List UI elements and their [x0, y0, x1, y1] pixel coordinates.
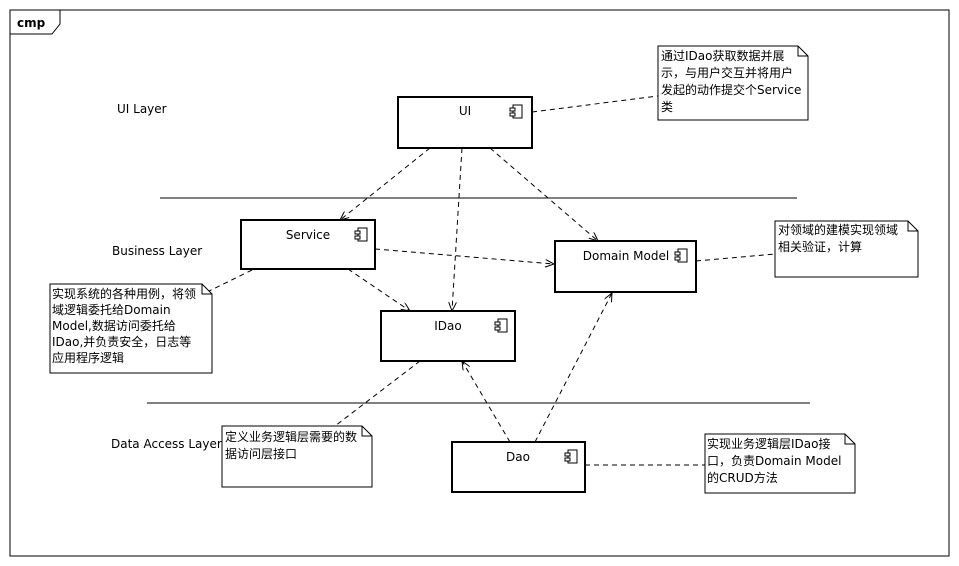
- note-line: 域逻辑委托给Domain: [52, 303, 171, 317]
- note-line: 通过IDao获取数据并展: [661, 48, 784, 63]
- note-line: 应用程序逻辑: [52, 350, 124, 365]
- note-ui: 通过IDao获取数据并展 示，与用户交互并将用户 发起的动作提交个Service…: [657, 45, 809, 121]
- note-line: IDao,并负责安全，日志等: [52, 334, 191, 349]
- component-domain-model[interactable]: Domain Model: [554, 240, 697, 293]
- note-line: 定义业务逻辑层需要的数: [225, 429, 357, 444]
- frame-tab: cmp: [9, 9, 61, 35]
- dependency-dao-idao: [462, 361, 511, 443]
- component-ui[interactable]: UI: [397, 96, 533, 149]
- note-line: 示，与用户交互并将用户: [661, 65, 793, 80]
- dependency-dao-domain: [534, 293, 612, 443]
- note-line: 实现业务逻辑层IDao接: [707, 436, 830, 451]
- note-domain-model: 对领域的建模实现领域 相关验证，计算: [774, 220, 919, 278]
- component-name: Domain Model: [583, 249, 669, 263]
- dependency-ui-domain: [489, 147, 598, 241]
- note-line: 相关验证，计算: [778, 239, 862, 254]
- component-icon: [674, 248, 688, 263]
- note-line: 类: [661, 100, 673, 114]
- component-icon: [354, 227, 368, 242]
- note-anchor-ui: [531, 95, 659, 113]
- component-name: IDao: [434, 319, 461, 333]
- component-name: UI: [459, 104, 471, 118]
- dependency-ui-service: [340, 147, 431, 220]
- dependency-ui-idao: [452, 147, 463, 311]
- layer-label-data: Data Access Layer: [111, 437, 222, 451]
- dependency-service-domain: [374, 248, 554, 264]
- note-anchor-domain: [695, 253, 776, 262]
- note-line: 实现系统的各种用例，将领: [52, 286, 196, 301]
- note-line: 发起的动作提交个Service: [661, 82, 801, 97]
- component-name: Service: [286, 228, 330, 242]
- component-idao[interactable]: IDao: [380, 310, 516, 362]
- dependency-service-idao: [347, 268, 410, 311]
- component-service[interactable]: Service: [240, 219, 376, 270]
- layer-label-ui: UI Layer: [117, 102, 167, 116]
- component-icon: [509, 104, 523, 119]
- layer-label-business: Business Layer: [112, 244, 202, 258]
- note-line: Model,数据访问委托给: [52, 318, 176, 333]
- note-line: 口，负责Domain Model: [707, 454, 841, 468]
- note-anchor-service: [202, 269, 253, 295]
- note-idao: 定义业务逻辑层需要的数 据访问层接口: [221, 425, 373, 488]
- component-icon: [494, 318, 508, 333]
- note-line: 的CRUD方法: [707, 470, 778, 485]
- note-service: 实现系统的各种用例，将领 域逻辑委托给Domain Model,数据访问委托给 …: [49, 283, 213, 374]
- note-line: 对领域的建模实现领域: [778, 222, 898, 237]
- component-name: Dao: [506, 450, 530, 464]
- note-line: 据访问层接口: [225, 446, 297, 461]
- component-icon: [564, 449, 578, 464]
- component-dao[interactable]: Dao: [451, 441, 586, 493]
- frame-label: cmp: [17, 16, 46, 30]
- note-dao: 实现业务逻辑层IDao接 口，负责Domain Model 的CRUD方法: [704, 433, 856, 494]
